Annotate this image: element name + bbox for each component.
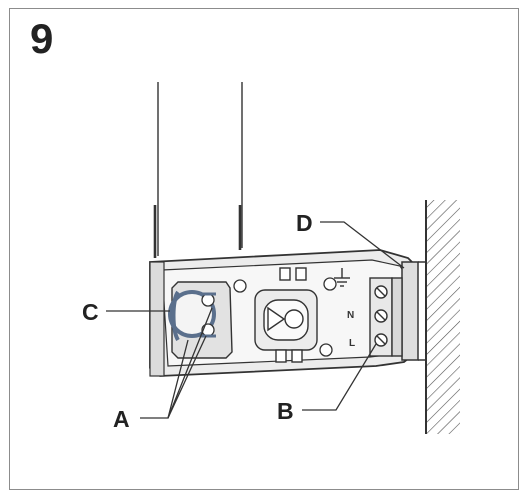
earth-symbol [334, 268, 350, 287]
wall-bracket [401, 261, 426, 361]
callout-b: B [277, 398, 294, 424]
terminal-label-neutral: N [347, 310, 354, 321]
driver-module [254, 267, 318, 363]
leader-lines [106, 221, 405, 419]
wall [425, 200, 460, 434]
callout-d: D [296, 210, 313, 236]
callout-a: A [113, 406, 130, 432]
lamp-holder [168, 281, 233, 359]
step-number: 9 [30, 15, 54, 62]
callout-c: C [82, 299, 99, 325]
terminal-block [369, 277, 403, 357]
mounting-screws [233, 277, 337, 357]
terminal-label-live: L [349, 338, 355, 349]
suspension-cables [153, 82, 243, 258]
